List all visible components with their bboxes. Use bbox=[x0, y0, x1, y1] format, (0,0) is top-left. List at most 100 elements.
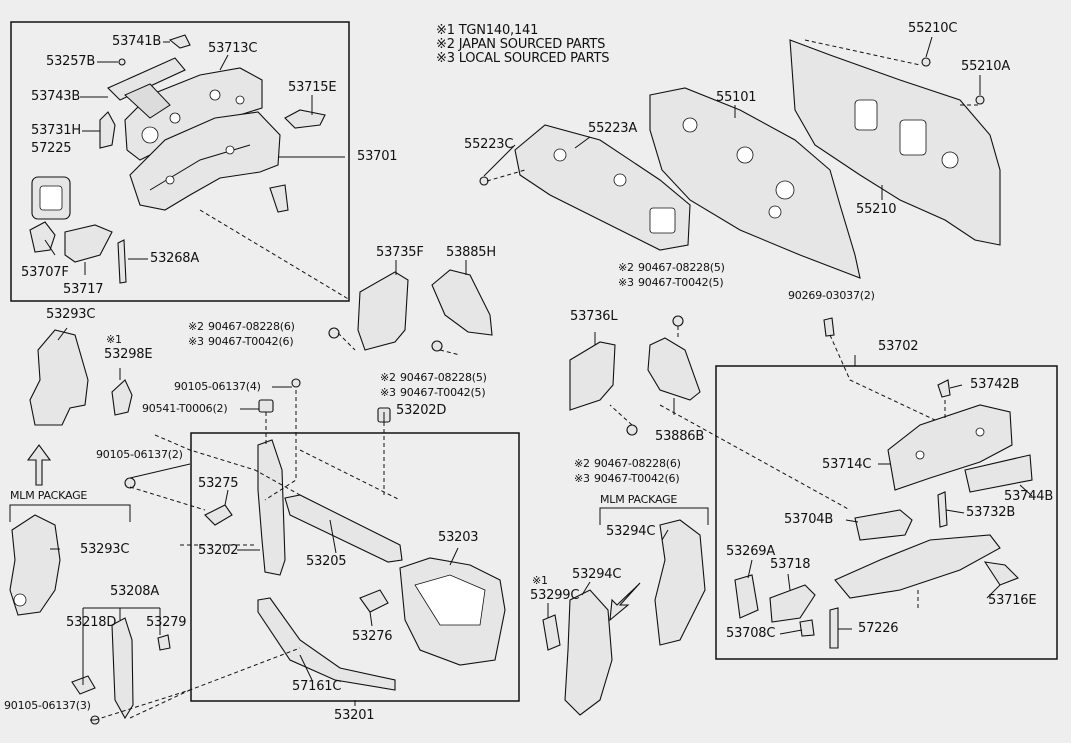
label-55101[interactable]: 55101 bbox=[716, 90, 757, 105]
label-53299C[interactable]: 53299C bbox=[530, 588, 580, 603]
part-53298E-shape[interactable] bbox=[111, 379, 133, 416]
label-53732B[interactable]: 53732B bbox=[966, 505, 1016, 520]
part-53269A-shape[interactable] bbox=[734, 574, 759, 619]
label-55210C[interactable]: 55210C bbox=[908, 21, 958, 36]
part-55223C-shape[interactable] bbox=[479, 176, 489, 186]
label-53714C[interactable]: 53714C bbox=[822, 457, 872, 472]
part-55210A-shape[interactable] bbox=[975, 95, 985, 105]
part-53735F-shape[interactable] bbox=[357, 271, 409, 351]
label-53269A[interactable]: 53269A bbox=[726, 544, 776, 559]
part-55101-shape[interactable] bbox=[649, 87, 861, 279]
label-90269-03037[interactable]: 90269-03037(2) bbox=[788, 289, 875, 302]
part-53714C-shape[interactable] bbox=[887, 404, 1013, 491]
part-small-bracket-shape[interactable] bbox=[269, 184, 289, 213]
label-53713C[interactable]: 53713C bbox=[208, 41, 258, 56]
label-53276[interactable]: 53276 bbox=[352, 629, 393, 644]
label-53268A[interactable]: 53268A bbox=[150, 251, 200, 266]
label-57226[interactable]: 57226 bbox=[858, 621, 899, 636]
part-53713C-shape[interactable] bbox=[124, 67, 263, 161]
label-53208A[interactable]: 53208A bbox=[110, 584, 160, 599]
label-90467-T0042-5b[interactable]: 90467-T0042(5) bbox=[400, 386, 486, 399]
label-53744B[interactable]: 53744B bbox=[1004, 489, 1054, 504]
part-53744B-shape[interactable] bbox=[964, 454, 1033, 493]
label-53716E[interactable]: 53716E bbox=[988, 593, 1037, 608]
part-53268A-shape[interactable] bbox=[117, 239, 127, 284]
label-53702[interactable]: 53702 bbox=[878, 339, 919, 354]
label-53885H[interactable]: 53885H bbox=[446, 245, 496, 260]
label-90105-06137-4[interactable]: 90105-06137(4) bbox=[174, 380, 261, 393]
label-53218D[interactable]: 53218D bbox=[66, 615, 117, 630]
part-53293C-top-shape[interactable] bbox=[29, 329, 89, 426]
label-53293C-top[interactable]: 53293C bbox=[46, 307, 96, 322]
label-90105-06137-2[interactable]: 90105-06137(2) bbox=[96, 448, 183, 461]
label-53279[interactable]: 53279 bbox=[146, 615, 187, 630]
part-53294C-shape[interactable] bbox=[564, 589, 613, 716]
label-57225[interactable]: 57225 bbox=[31, 141, 72, 156]
label-90467-08228-6b[interactable]: 90467-08228(6) bbox=[594, 457, 681, 470]
part-57161C-shape[interactable] bbox=[257, 597, 396, 691]
part-53717-shape[interactable] bbox=[64, 224, 113, 263]
label-57161C[interactable]: 57161C bbox=[292, 679, 342, 694]
label-53742B[interactable]: 53742B bbox=[970, 377, 1020, 392]
part-57226-shape[interactable] bbox=[829, 607, 839, 649]
label-90105-06137-3[interactable]: 90105-06137(3) bbox=[4, 699, 91, 712]
label-55223C[interactable]: 55223C bbox=[464, 137, 514, 152]
part-53202-shape[interactable] bbox=[257, 439, 286, 576]
label-53704B[interactable]: 53704B bbox=[784, 512, 834, 527]
label-53741B[interactable]: 53741B bbox=[112, 34, 162, 49]
label-90467-T0042-6a[interactable]: 90467-T0042(6) bbox=[208, 335, 294, 348]
part-53299C-shape[interactable] bbox=[542, 614, 561, 651]
label-53294C-mlm[interactable]: 53294C bbox=[606, 524, 656, 539]
label-53736L[interactable]: 53736L bbox=[570, 309, 618, 324]
part-53885H-shape[interactable] bbox=[431, 269, 493, 336]
label-55210A[interactable]: 55210A bbox=[961, 59, 1011, 74]
label-53735F[interactable]: 53735F bbox=[376, 245, 424, 260]
label-90467-08228-5a[interactable]: 90467-08228(5) bbox=[638, 261, 725, 274]
label-53886B[interactable]: 53886B bbox=[655, 429, 705, 444]
part-53701-shape[interactable] bbox=[129, 111, 281, 211]
label-53202[interactable]: 53202 bbox=[198, 543, 239, 558]
part-53203-shape[interactable] bbox=[399, 557, 506, 666]
part-53294C-mlm-shape[interactable] bbox=[654, 519, 706, 646]
label-53203[interactable]: 53203 bbox=[438, 530, 479, 545]
label-53205[interactable]: 53205 bbox=[306, 554, 347, 569]
label-53275[interactable]: 53275 bbox=[198, 476, 239, 491]
label-55223A[interactable]: 55223A bbox=[588, 121, 638, 136]
label-53707F[interactable]: 53707F bbox=[21, 265, 69, 280]
label-55210[interactable]: 55210 bbox=[856, 202, 897, 217]
label-53717[interactable]: 53717 bbox=[63, 282, 104, 297]
part-55223A-shape[interactable] bbox=[514, 124, 691, 251]
label-90467-08228-5b[interactable]: 90467-08228(5) bbox=[400, 371, 487, 384]
part-53279-shape[interactable] bbox=[157, 634, 171, 651]
part-53704B-shape[interactable] bbox=[854, 509, 913, 541]
part-53731H-shape[interactable] bbox=[99, 111, 116, 149]
label-53294C[interactable]: 53294C bbox=[572, 567, 622, 582]
part-53741B-shape[interactable] bbox=[168, 34, 191, 49]
label-53293C-bottom[interactable]: 53293C bbox=[80, 542, 130, 557]
label-53201[interactable]: 53201 bbox=[334, 708, 375, 723]
label-53257B[interactable]: 53257B bbox=[46, 54, 96, 69]
part-53293C-bottom-shape[interactable] bbox=[9, 514, 61, 616]
label-53298E[interactable]: 53298E bbox=[104, 347, 153, 362]
label-90467-T0042-5a[interactable]: 90467-T0042(5) bbox=[638, 276, 724, 289]
label-90467-08228-6a[interactable]: 90467-08228(6) bbox=[208, 320, 295, 333]
part-53707F-shape[interactable] bbox=[29, 221, 56, 253]
label-53718[interactable]: 53718 bbox=[770, 557, 811, 572]
part-53275-shape[interactable] bbox=[204, 504, 233, 526]
part-53205-shape[interactable] bbox=[284, 494, 403, 563]
label-53708C[interactable]: 53708C bbox=[726, 626, 776, 641]
label-53731H[interactable]: 53731H bbox=[31, 123, 81, 138]
part-55210C-shape[interactable] bbox=[921, 57, 931, 67]
label-90541-T0006[interactable]: 90541-T0006(2) bbox=[142, 402, 228, 415]
part-53743B-shape[interactable] bbox=[107, 57, 186, 119]
part-53257B-shape[interactable] bbox=[118, 58, 126, 66]
label-90467-T0042-6b[interactable]: 90467-T0042(6) bbox=[594, 472, 680, 485]
label-53743B[interactable]: 53743B bbox=[31, 89, 81, 104]
label-53701[interactable]: 53701 bbox=[357, 149, 398, 164]
part-53736L-shape[interactable] bbox=[569, 341, 616, 411]
part-53208A-shape[interactable] bbox=[111, 617, 134, 720]
part-53715E-shape[interactable] bbox=[284, 109, 326, 129]
part-53716E-shape[interactable] bbox=[834, 534, 1019, 599]
label-53202D[interactable]: 53202D bbox=[396, 403, 447, 418]
part-53742B-shape[interactable] bbox=[937, 379, 951, 398]
